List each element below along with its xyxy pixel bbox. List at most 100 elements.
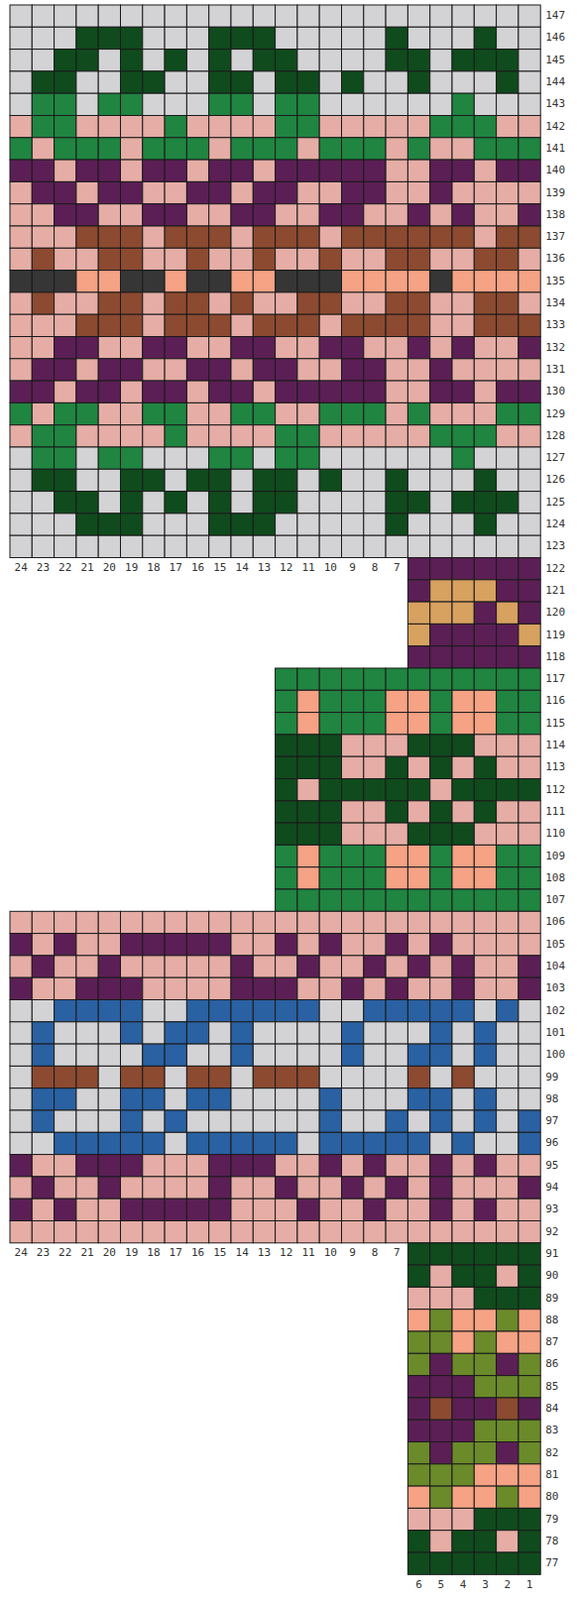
row-number: 105	[545, 937, 566, 952]
column-number: 1	[518, 1578, 541, 1593]
row-number: 81	[545, 1468, 559, 1483]
stitch-cell	[363, 115, 386, 138]
stitch-cell	[275, 933, 298, 956]
row-number: 99	[545, 1070, 559, 1085]
stitch-cell	[120, 1154, 143, 1177]
stitch-cell	[430, 181, 453, 204]
stitch-cell	[385, 247, 408, 270]
stitch-cell	[518, 1353, 541, 1376]
row-number: 78	[545, 1534, 559, 1549]
stitch-cell	[430, 1530, 453, 1553]
stitch-cell	[9, 402, 32, 425]
column-number: 23	[31, 1246, 54, 1261]
stitch-cell	[252, 1110, 275, 1133]
stitch-cell	[297, 1022, 320, 1044]
stitch-cell	[452, 447, 474, 469]
stitch-cell	[142, 1198, 165, 1221]
stitch-cell	[342, 226, 364, 248]
stitch-cell	[31, 977, 54, 1000]
stitch-cell	[142, 1043, 165, 1066]
stitch-cell	[98, 425, 120, 448]
stitch-cell	[430, 1110, 453, 1133]
stitch-cell	[385, 822, 408, 845]
stitch-cell	[31, 247, 54, 270]
row-number: 111	[545, 805, 566, 819]
stitch-cell	[142, 292, 165, 315]
stitch-cell	[31, 137, 54, 160]
stitch-cell	[385, 468, 408, 491]
stitch-cell	[31, 468, 54, 491]
row-number: 95	[545, 1158, 559, 1173]
stitch-cell	[120, 4, 143, 27]
stitch-cell	[496, 71, 519, 94]
stitch-cell	[252, 911, 275, 933]
stitch-cell	[407, 844, 430, 867]
stitch-cell	[385, 1065, 408, 1088]
stitch-cell	[252, 247, 275, 270]
row-number: 122	[545, 562, 566, 577]
stitch-cell	[473, 1265, 496, 1287]
stitch-cell	[142, 71, 165, 94]
stitch-cell	[98, 1088, 120, 1111]
stitch-cell	[407, 1331, 430, 1354]
stitch-cell	[407, 1243, 430, 1266]
stitch-cell	[473, 646, 496, 669]
stitch-cell	[363, 181, 386, 204]
stitch-cell	[230, 955, 253, 978]
stitch-cell	[496, 337, 519, 359]
stitch-cell	[518, 535, 541, 558]
stitch-cell	[164, 247, 187, 270]
stitch-cell	[473, 1043, 496, 1066]
stitch-cell	[275, 844, 298, 867]
stitch-cell	[342, 468, 364, 491]
stitch-cell	[142, 1154, 165, 1177]
stitch-cell	[430, 844, 453, 867]
stitch-cell	[164, 26, 187, 49]
stitch-cell	[120, 181, 143, 204]
stitch-cell	[319, 468, 342, 491]
stitch-cell	[120, 226, 143, 248]
stitch-cell	[452, 1198, 474, 1221]
stitch-cell	[31, 337, 54, 359]
stitch-cell	[297, 977, 320, 1000]
stitch-cell	[164, 468, 187, 491]
stitch-cell	[142, 380, 165, 403]
column-number: 4	[452, 1578, 474, 1593]
stitch-cell	[120, 513, 143, 536]
stitch-cell	[430, 1088, 453, 1111]
stitch-cell	[120, 247, 143, 270]
stitch-cell	[518, 1043, 541, 1066]
row-number: 79	[545, 1512, 559, 1527]
stitch-cell	[164, 402, 187, 425]
stitch-cell	[496, 1132, 519, 1154]
stitch-cell	[31, 1043, 54, 1066]
stitch-cell	[385, 1176, 408, 1199]
stitch-cell	[430, 1065, 453, 1088]
row-number: 139	[545, 186, 566, 201]
stitch-cell	[452, 822, 474, 845]
stitch-cell	[430, 93, 453, 116]
stitch-cell	[430, 535, 453, 558]
stitch-cell	[54, 337, 77, 359]
stitch-cell	[452, 1088, 474, 1111]
stitch-cell	[31, 115, 54, 138]
row-number: 103	[545, 981, 566, 996]
stitch-cell	[407, 1132, 430, 1154]
stitch-cell	[275, 1221, 298, 1244]
stitch-cell	[473, 977, 496, 1000]
stitch-cell	[518, 491, 541, 514]
stitch-cell	[363, 71, 386, 94]
stitch-cell	[407, 1397, 430, 1420]
row-number: 91	[545, 1247, 559, 1262]
stitch-cell	[430, 1000, 453, 1023]
column-number: 8	[363, 1246, 386, 1261]
stitch-cell	[98, 535, 120, 558]
stitch-cell	[342, 93, 364, 116]
stitch-cell	[31, 159, 54, 182]
stitch-cell	[430, 911, 453, 933]
stitch-cell	[385, 1043, 408, 1066]
stitch-cell	[164, 447, 187, 469]
stitch-cell	[186, 226, 209, 248]
stitch-cell	[473, 1552, 496, 1575]
